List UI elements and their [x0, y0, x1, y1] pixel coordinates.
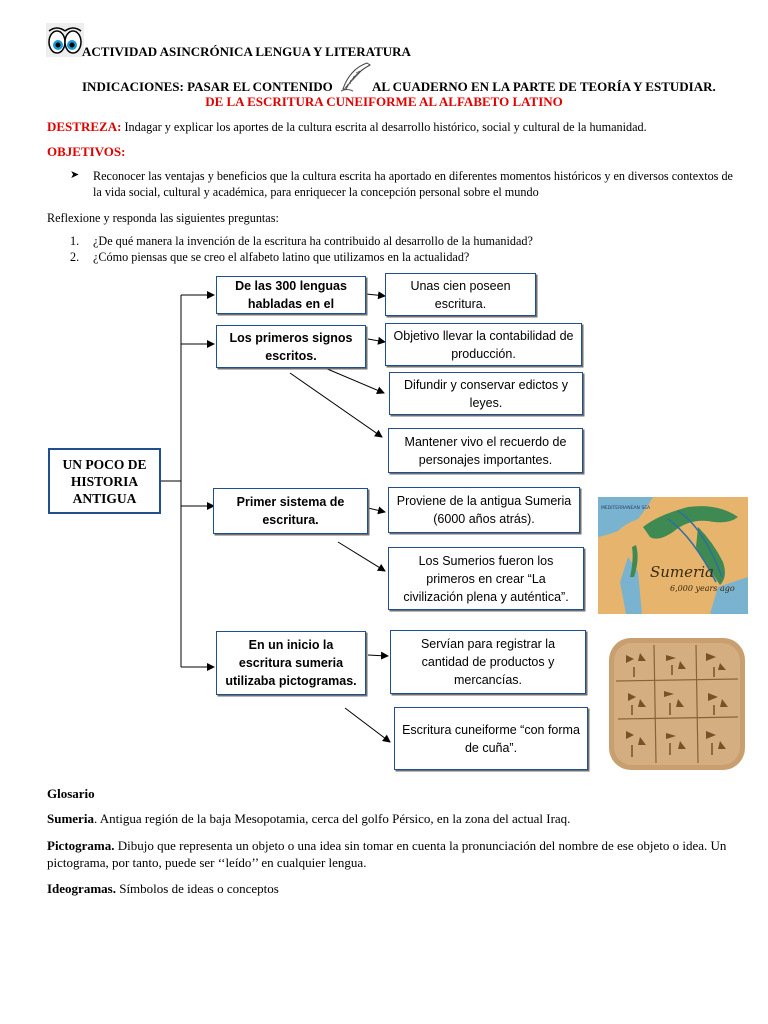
destreza-paragraph: DESTREZA: Indagar y explicar los aportes…	[47, 119, 737, 135]
detail-box: Proviene de la antigua Sumeria (6000 año…	[388, 487, 580, 533]
glossary-entry: Pictograma. Dibujo que representa un obj…	[47, 837, 737, 871]
objetivos-label: OBJETIVOS:	[47, 144, 126, 159]
glosario-title: Glosario	[47, 786, 95, 801]
detail-box: Escritura cuneiforme “con forma de cuña”…	[394, 707, 588, 770]
connector-detail	[367, 651, 389, 660]
objetivo-item: Reconocer las ventajas y beneficios que …	[93, 169, 733, 199]
glossary-definition: Símbolos de ideas o conceptos	[115, 881, 279, 896]
question-number: 2.	[70, 250, 80, 264]
branch-box: Primer sistema de escritura.	[213, 488, 368, 534]
detail-box: Los Sumerios fueron los primeros en crea…	[388, 547, 584, 610]
map-label-small: MEDITERRANEAN SEA	[601, 505, 651, 511]
question-item: 2. ¿Cómo piensas que se creo el alfabeto …	[70, 249, 740, 265]
page-title: ACTIVIDAD ASINCRÓNICA LENGUA Y LITERATUR…	[82, 44, 411, 59]
connector-detail	[365, 291, 386, 300]
glossary-definition: Dibujo que representa un objeto o una id…	[47, 838, 727, 870]
sumeria-map-image: MEDITERRANEAN SEA Sumeria 6,000 years ag…	[598, 497, 748, 614]
glossary-term: Pictograma.	[47, 838, 115, 853]
detail-box: Difundir y conservar edictos y leyes.	[389, 372, 583, 415]
glossary-entry: Ideogramas. Símbolos de ideas o concepto…	[47, 880, 737, 897]
glossary-entry: Sumeria. Antigua región de la baja Mesop…	[47, 810, 737, 827]
branch-box: En un inicio la escritura sumeria utiliz…	[216, 631, 366, 695]
arrow-bullet-icon: ➤	[70, 169, 80, 181]
map-label-sub: 6,000 years ago	[670, 584, 735, 593]
connector-detail	[324, 367, 385, 394]
branch-box: Los primeros signos escritos.	[216, 325, 366, 368]
destreza-label: DESTREZA:	[47, 119, 122, 134]
connector-detail	[337, 541, 386, 572]
connector-detail	[367, 336, 386, 345]
diagram-center-box: UN POCO DE HISTORIA ANTIGUA	[48, 448, 161, 514]
glossary-term: Sumeria	[47, 811, 94, 826]
destreza-text: Indagar y explicar los aportes de la cul…	[124, 120, 647, 134]
connector-detail	[344, 707, 391, 743]
instructions-part1: INDICACIONES: PASAR EL CONTENIDO	[82, 79, 333, 94]
question-item: 1. ¿De qué manera la invención de la escr…	[70, 233, 740, 249]
question-text: ¿Cómo piensas que se creo el alfabeto la…	[93, 250, 470, 264]
map-label-main: Sumeria	[650, 563, 714, 581]
connector-detail	[367, 506, 386, 515]
glossary-term: Ideogramas.	[47, 881, 116, 896]
branch-box: De las 300 lenguas habladas en el	[216, 276, 366, 314]
question-text: ¿De qué manera la invención de la escrit…	[93, 234, 533, 248]
question-list: 1. ¿De qué manera la invención de la escr…	[70, 233, 740, 265]
detail-box: Mantener vivo el recuerdo de personajes …	[388, 428, 583, 473]
detail-box: Unas cien poseen escritura.	[385, 273, 536, 316]
eyes-logo-icon	[46, 23, 84, 57]
quill-icon	[337, 61, 373, 93]
detail-box: Servían para registrar la cantidad de pr…	[390, 630, 586, 694]
instructions-part2: AL CUADERNO EN LA PARTE DE TEORÍA Y ESTU…	[372, 79, 716, 94]
reflexion-intro: Reflexione y responda las siguientes pre…	[47, 211, 279, 225]
glossary-definition: . Antigua región de la baja Mesopotamia,…	[93, 811, 571, 826]
detail-box: Objetivo llevar la contabilidad de produ…	[385, 323, 582, 366]
subtitle: DE LA ESCRITURA CUNEIFORME AL ALFABETO L…	[205, 94, 563, 109]
connector-detail	[289, 372, 383, 438]
question-number: 1.	[70, 234, 80, 248]
cuneiform-tablet-image	[606, 633, 748, 775]
